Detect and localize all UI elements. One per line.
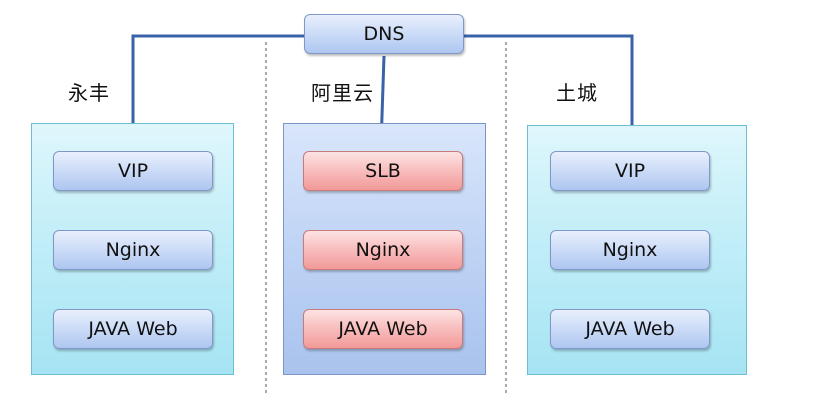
tucheng-nginx-node: Nginx (550, 230, 710, 270)
yongfeng-nginx-node: Nginx (53, 230, 213, 270)
region-label-tucheng: 土城 (556, 81, 598, 105)
aliyun-javaweb-node: JAVA Web (303, 309, 463, 349)
aliyun-nginx-node: Nginx (303, 230, 463, 270)
dns-to-yongfeng-arrow (121, 34, 304, 158)
tucheng-javaweb-node: JAVA Web (550, 309, 710, 349)
aliyun-slb-node: SLB (303, 151, 463, 191)
tucheng-vip-node: VIP (550, 151, 710, 191)
yongfeng-javaweb-node: JAVA Web (53, 309, 213, 349)
region-label-aliyun: 阿里云 (311, 81, 374, 105)
dns-node: DNS (304, 14, 464, 54)
dns-to-tucheng-arrow (464, 34, 644, 158)
region-label-yongfeng: 永丰 (68, 81, 110, 105)
yongfeng-vip-node: VIP (53, 151, 213, 191)
